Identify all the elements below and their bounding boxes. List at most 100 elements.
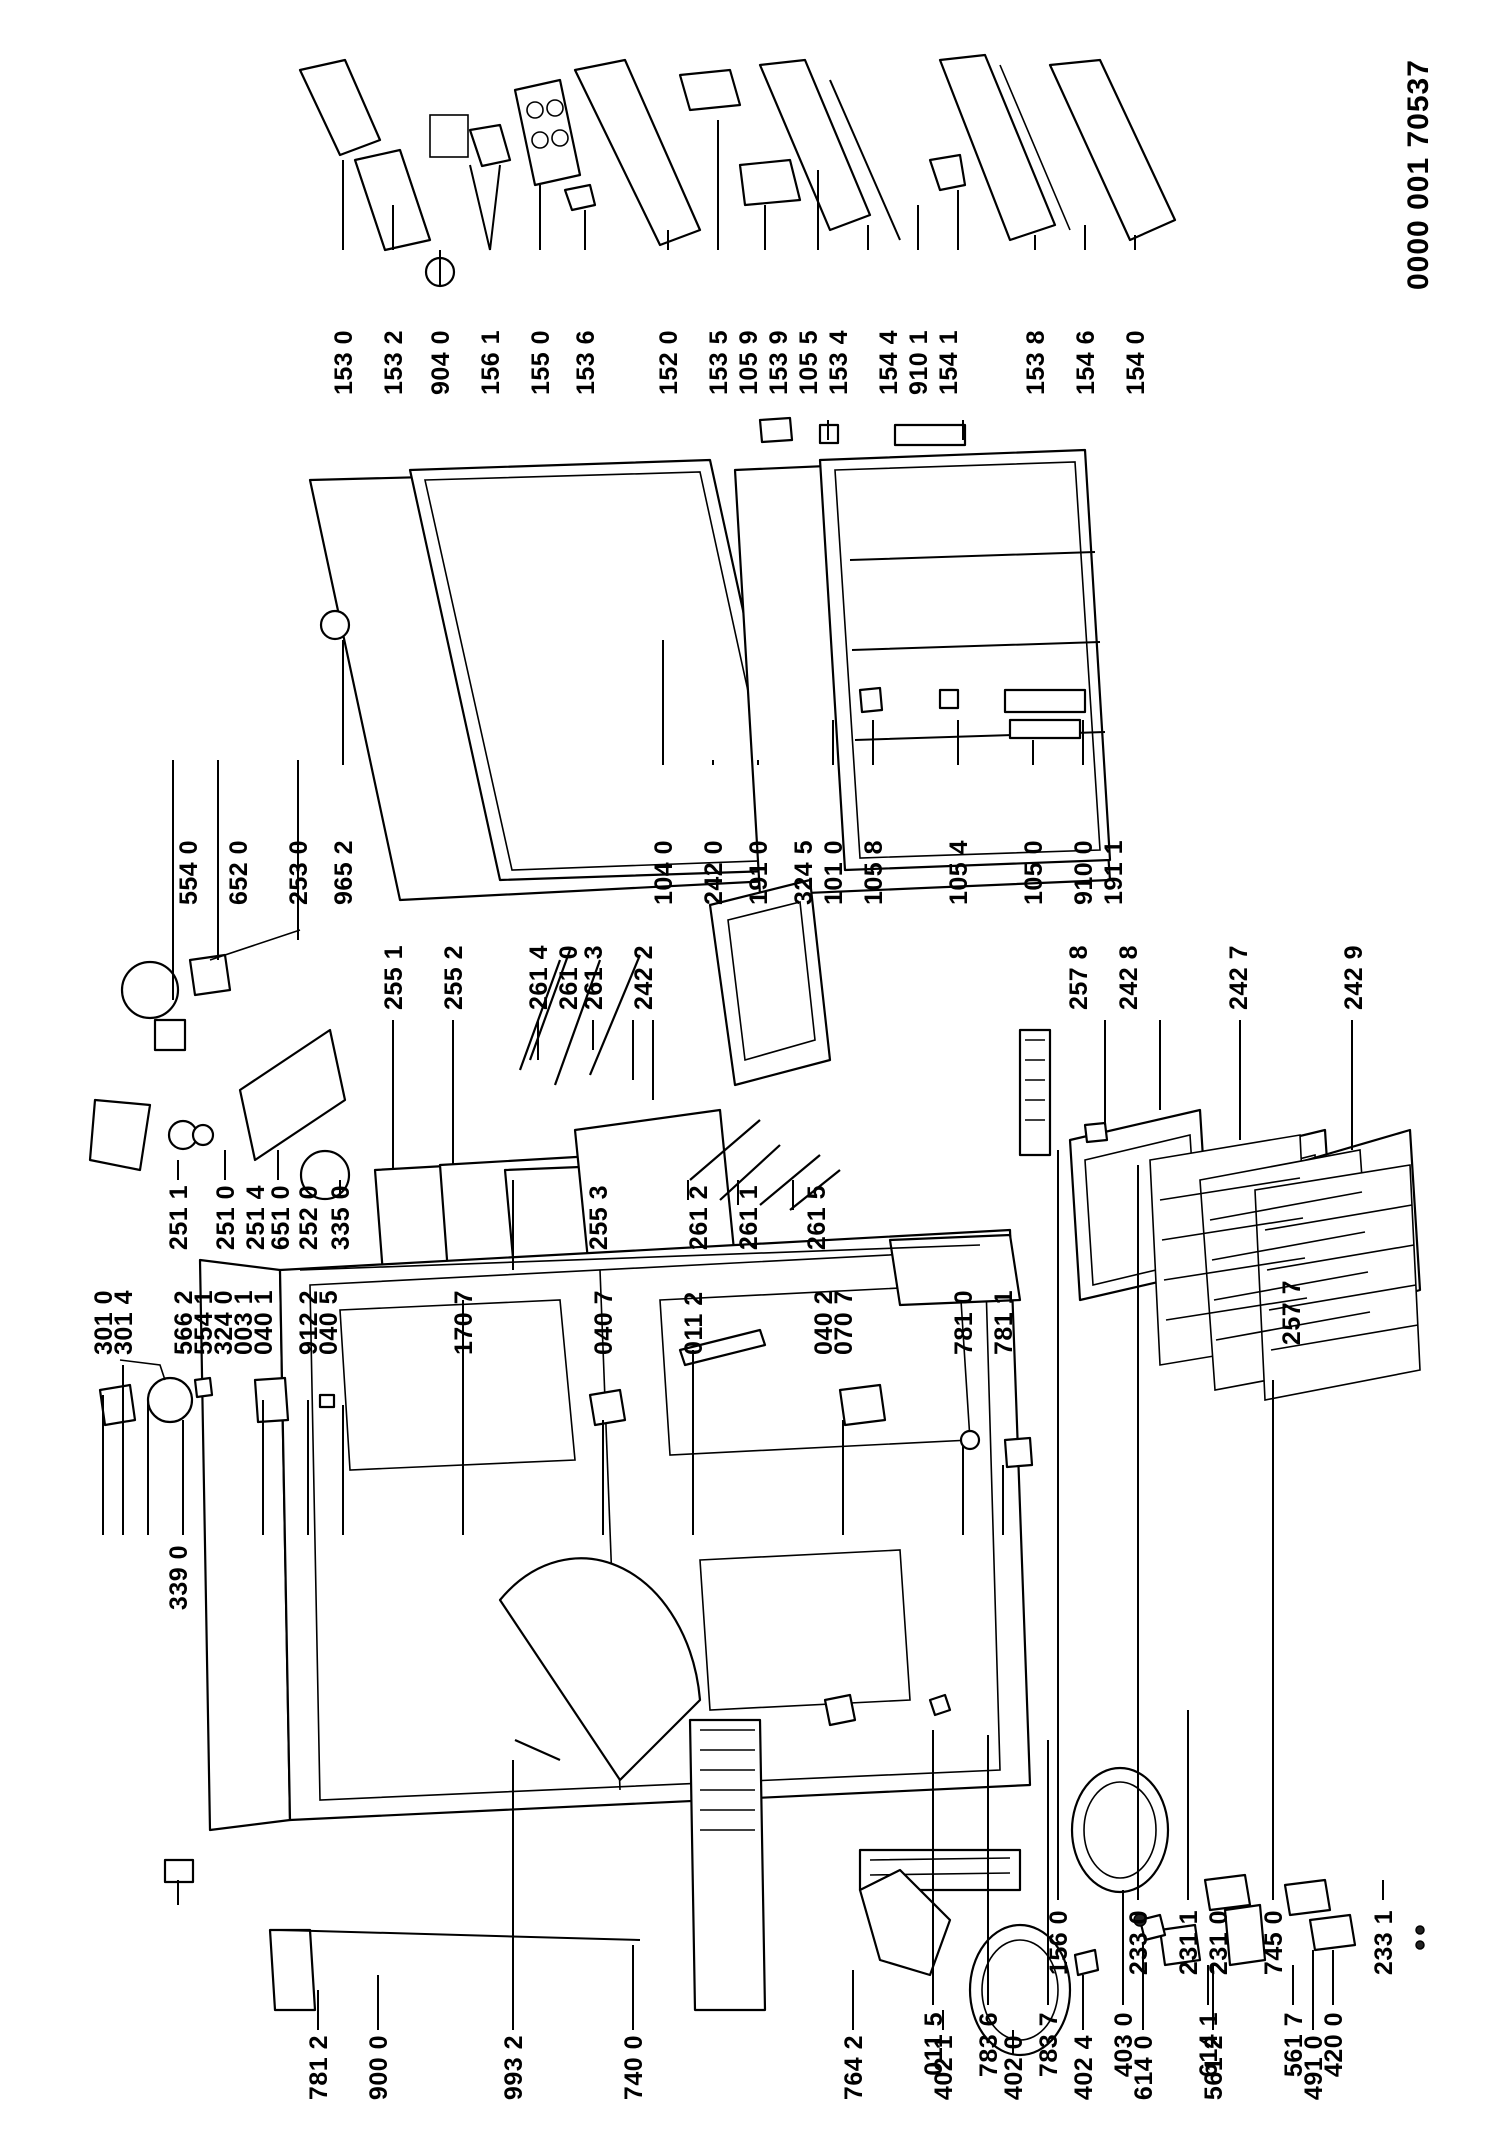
part-label: 040 2 (810, 1290, 838, 1355)
part-label: 104 0 (650, 840, 678, 905)
wire-racks-drawing (1149, 1134, 1421, 1401)
part-label: 420 0 (1320, 2012, 1348, 2077)
part-label: 745 0 (1260, 1910, 1288, 1975)
part-label: 261 4 (525, 945, 553, 1010)
part-label: 253 0 (285, 840, 313, 905)
part-label: 255 1 (380, 945, 408, 1010)
part-label: 491 0 (1300, 2035, 1328, 2100)
part-label: 261 2 (685, 1185, 713, 1250)
part-label: 912 2 (295, 1290, 323, 1355)
part-label: 242 7 (1225, 945, 1253, 1010)
part-label: 402 0 (1000, 2035, 1028, 2100)
part-label: 156 0 (1045, 1910, 1073, 1975)
part-label: 003 1 (230, 1290, 258, 1355)
part-label: 191 0 (745, 840, 773, 905)
part-label: 101 0 (820, 840, 848, 905)
leader-lines (102, 120, 1384, 2055)
part-label: 154 1 (935, 330, 963, 395)
cabinet-drawing (198, 1228, 1032, 1892)
part-label: 910 0 (1070, 840, 1098, 905)
part-label: 257 8 (1065, 945, 1093, 1010)
part-label: 781 0 (950, 1290, 978, 1355)
control-unit-drawing (88, 929, 351, 1201)
door-accessories-drawing (298, 53, 1177, 288)
compressor-drawing (858, 1766, 1425, 2057)
part-label: 040 5 (315, 1290, 343, 1355)
part-label: 764 2 (840, 2035, 868, 2100)
base-grille-drawing (268, 1028, 1052, 2012)
part-label: 257 7 (1278, 1280, 1306, 1345)
part-label: 261 5 (803, 1185, 831, 1250)
part-label: 152 0 (655, 330, 683, 395)
part-number-labels: 153 0 153 2 904 0 156 1 155 0 153 6 152 … (90, 330, 1398, 2100)
part-label: 156 1 (477, 330, 505, 395)
shelves-drawing (373, 878, 841, 1302)
part-label: 652 0 (225, 840, 253, 905)
part-label: 900 0 (365, 2035, 393, 2100)
part-label: 301 4 (110, 1290, 138, 1355)
part-label: 011 2 (680, 1291, 708, 1355)
part-label: 324 0 (210, 1290, 238, 1355)
part-label: 011 5 (920, 2012, 948, 2076)
part-label: 233 0 (1125, 1910, 1153, 1975)
part-label: 153 2 (380, 330, 408, 395)
part-label: 554 0 (175, 840, 203, 905)
part-label: 781 2 (305, 2035, 333, 2100)
part-label: 566 2 (170, 1290, 198, 1355)
part-label: 255 2 (440, 945, 468, 1010)
doors-drawing (308, 416, 1112, 902)
part-label: 651 0 (267, 1185, 295, 1250)
part-label: 335 0 (327, 1185, 355, 1250)
part-label: 614 1 (1195, 2012, 1223, 2077)
part-label: 153 8 (1022, 330, 1050, 395)
part-label: 153 4 (825, 330, 853, 395)
part-label: 153 9 (765, 330, 793, 395)
part-label: 614 0 (1130, 2035, 1158, 2100)
part-label: 153 0 (330, 330, 358, 395)
part-label: 261 3 (580, 945, 608, 1010)
part-label: 105 9 (735, 330, 763, 395)
part-label: 339 0 (165, 1545, 193, 1610)
part-label: 105 0 (1020, 840, 1048, 905)
part-label: 402 1 (930, 2035, 958, 2100)
parts-line-art (88, 53, 1425, 2057)
part-label: 242 0 (700, 840, 728, 905)
part-label: 301 0 (90, 1290, 118, 1355)
part-label: 105 8 (860, 840, 888, 905)
part-label: 040 1 (250, 1290, 278, 1355)
part-label: 231 0 (1205, 1910, 1233, 1975)
part-label: 070 7 (830, 1290, 858, 1355)
part-label: 783 6 (975, 2012, 1003, 2077)
part-label: 233 1 (1370, 1910, 1398, 1975)
part-label: 170 7 (450, 1290, 478, 1355)
part-label: 255 3 (585, 1185, 613, 1250)
part-label: 154 4 (875, 330, 903, 395)
part-label: 251 1 (165, 1185, 193, 1250)
document-code: 0000 001 70537 (1402, 59, 1435, 290)
part-label: 153 5 (705, 330, 733, 395)
part-label: 261 1 (735, 1185, 763, 1250)
part-label: 402 4 (1070, 2035, 1098, 2100)
part-label: 242 8 (1115, 945, 1143, 1010)
part-label: 242 2 (630, 945, 658, 1010)
part-label: 783 7 (1035, 2012, 1063, 2077)
part-label: 154 0 (1122, 330, 1150, 395)
part-label: 251 4 (242, 1185, 270, 1250)
part-label: 040 7 (590, 1290, 618, 1355)
part-label: 242 9 (1340, 945, 1368, 1010)
part-label: 251 0 (212, 1185, 240, 1250)
part-label: 324 5 (790, 840, 818, 905)
part-label: 561 7 (1280, 2012, 1308, 2077)
part-label: 910 1 (905, 330, 933, 395)
part-label: 261 0 (555, 945, 583, 1010)
part-label: 231 1 (1175, 1910, 1203, 1975)
part-label: 155 0 (527, 330, 555, 395)
part-label: 105 4 (945, 840, 973, 905)
part-label: 904 0 (427, 330, 455, 395)
part-label: 561 2 (1200, 2035, 1228, 2100)
part-label: 965 2 (330, 840, 358, 905)
part-label: 191 1 (1100, 840, 1128, 905)
part-label: 154 6 (1072, 330, 1100, 395)
part-label: 781 1 (990, 1290, 1018, 1355)
